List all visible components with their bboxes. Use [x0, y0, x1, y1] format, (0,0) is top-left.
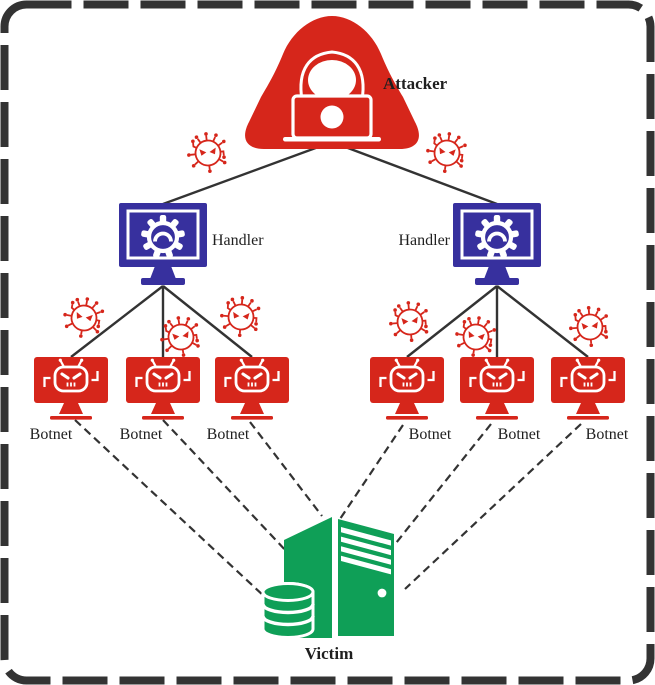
botnet-label: Botnet [585, 426, 629, 443]
handler-left-icon [119, 203, 207, 285]
botnet-icon [126, 357, 200, 420]
virus-icon [217, 293, 263, 340]
victim-icon [261, 517, 394, 639]
handler-left-label: Handler [212, 232, 264, 249]
botnet-icon [215, 357, 289, 420]
botnet-to-victim-links [74, 419, 582, 599]
botnet-icon [34, 357, 108, 420]
virus-icon [386, 298, 432, 345]
c2-line-right [331, 140, 498, 206]
c2-line-left [162, 140, 333, 206]
botnet-label: Botnet [497, 426, 541, 443]
attacker-icon [245, 16, 419, 149]
attacker-to-handler-links [162, 140, 498, 206]
botnet-icon [370, 357, 444, 420]
virus-icon [422, 128, 470, 177]
botnet-icons [34, 357, 625, 420]
botnet-label: Botnet [119, 426, 163, 443]
virus-icon [184, 129, 230, 177]
botnet-icon [460, 357, 534, 420]
virus-icon [566, 303, 611, 350]
botnet-label: Botnet [206, 426, 250, 443]
victim-label: Victim [304, 644, 354, 663]
handler-right-icon [453, 203, 541, 285]
botnet-icon [551, 357, 625, 420]
botnet-label: Botnet [29, 426, 73, 443]
botnet-label: Botnet [408, 426, 452, 443]
handler-to-botnet-links [70, 285, 589, 358]
attacker-label: Attacker [383, 74, 448, 93]
handler-right-label: Handler [398, 232, 450, 249]
virus-icon [451, 312, 499, 361]
database-icon [261, 582, 315, 639]
